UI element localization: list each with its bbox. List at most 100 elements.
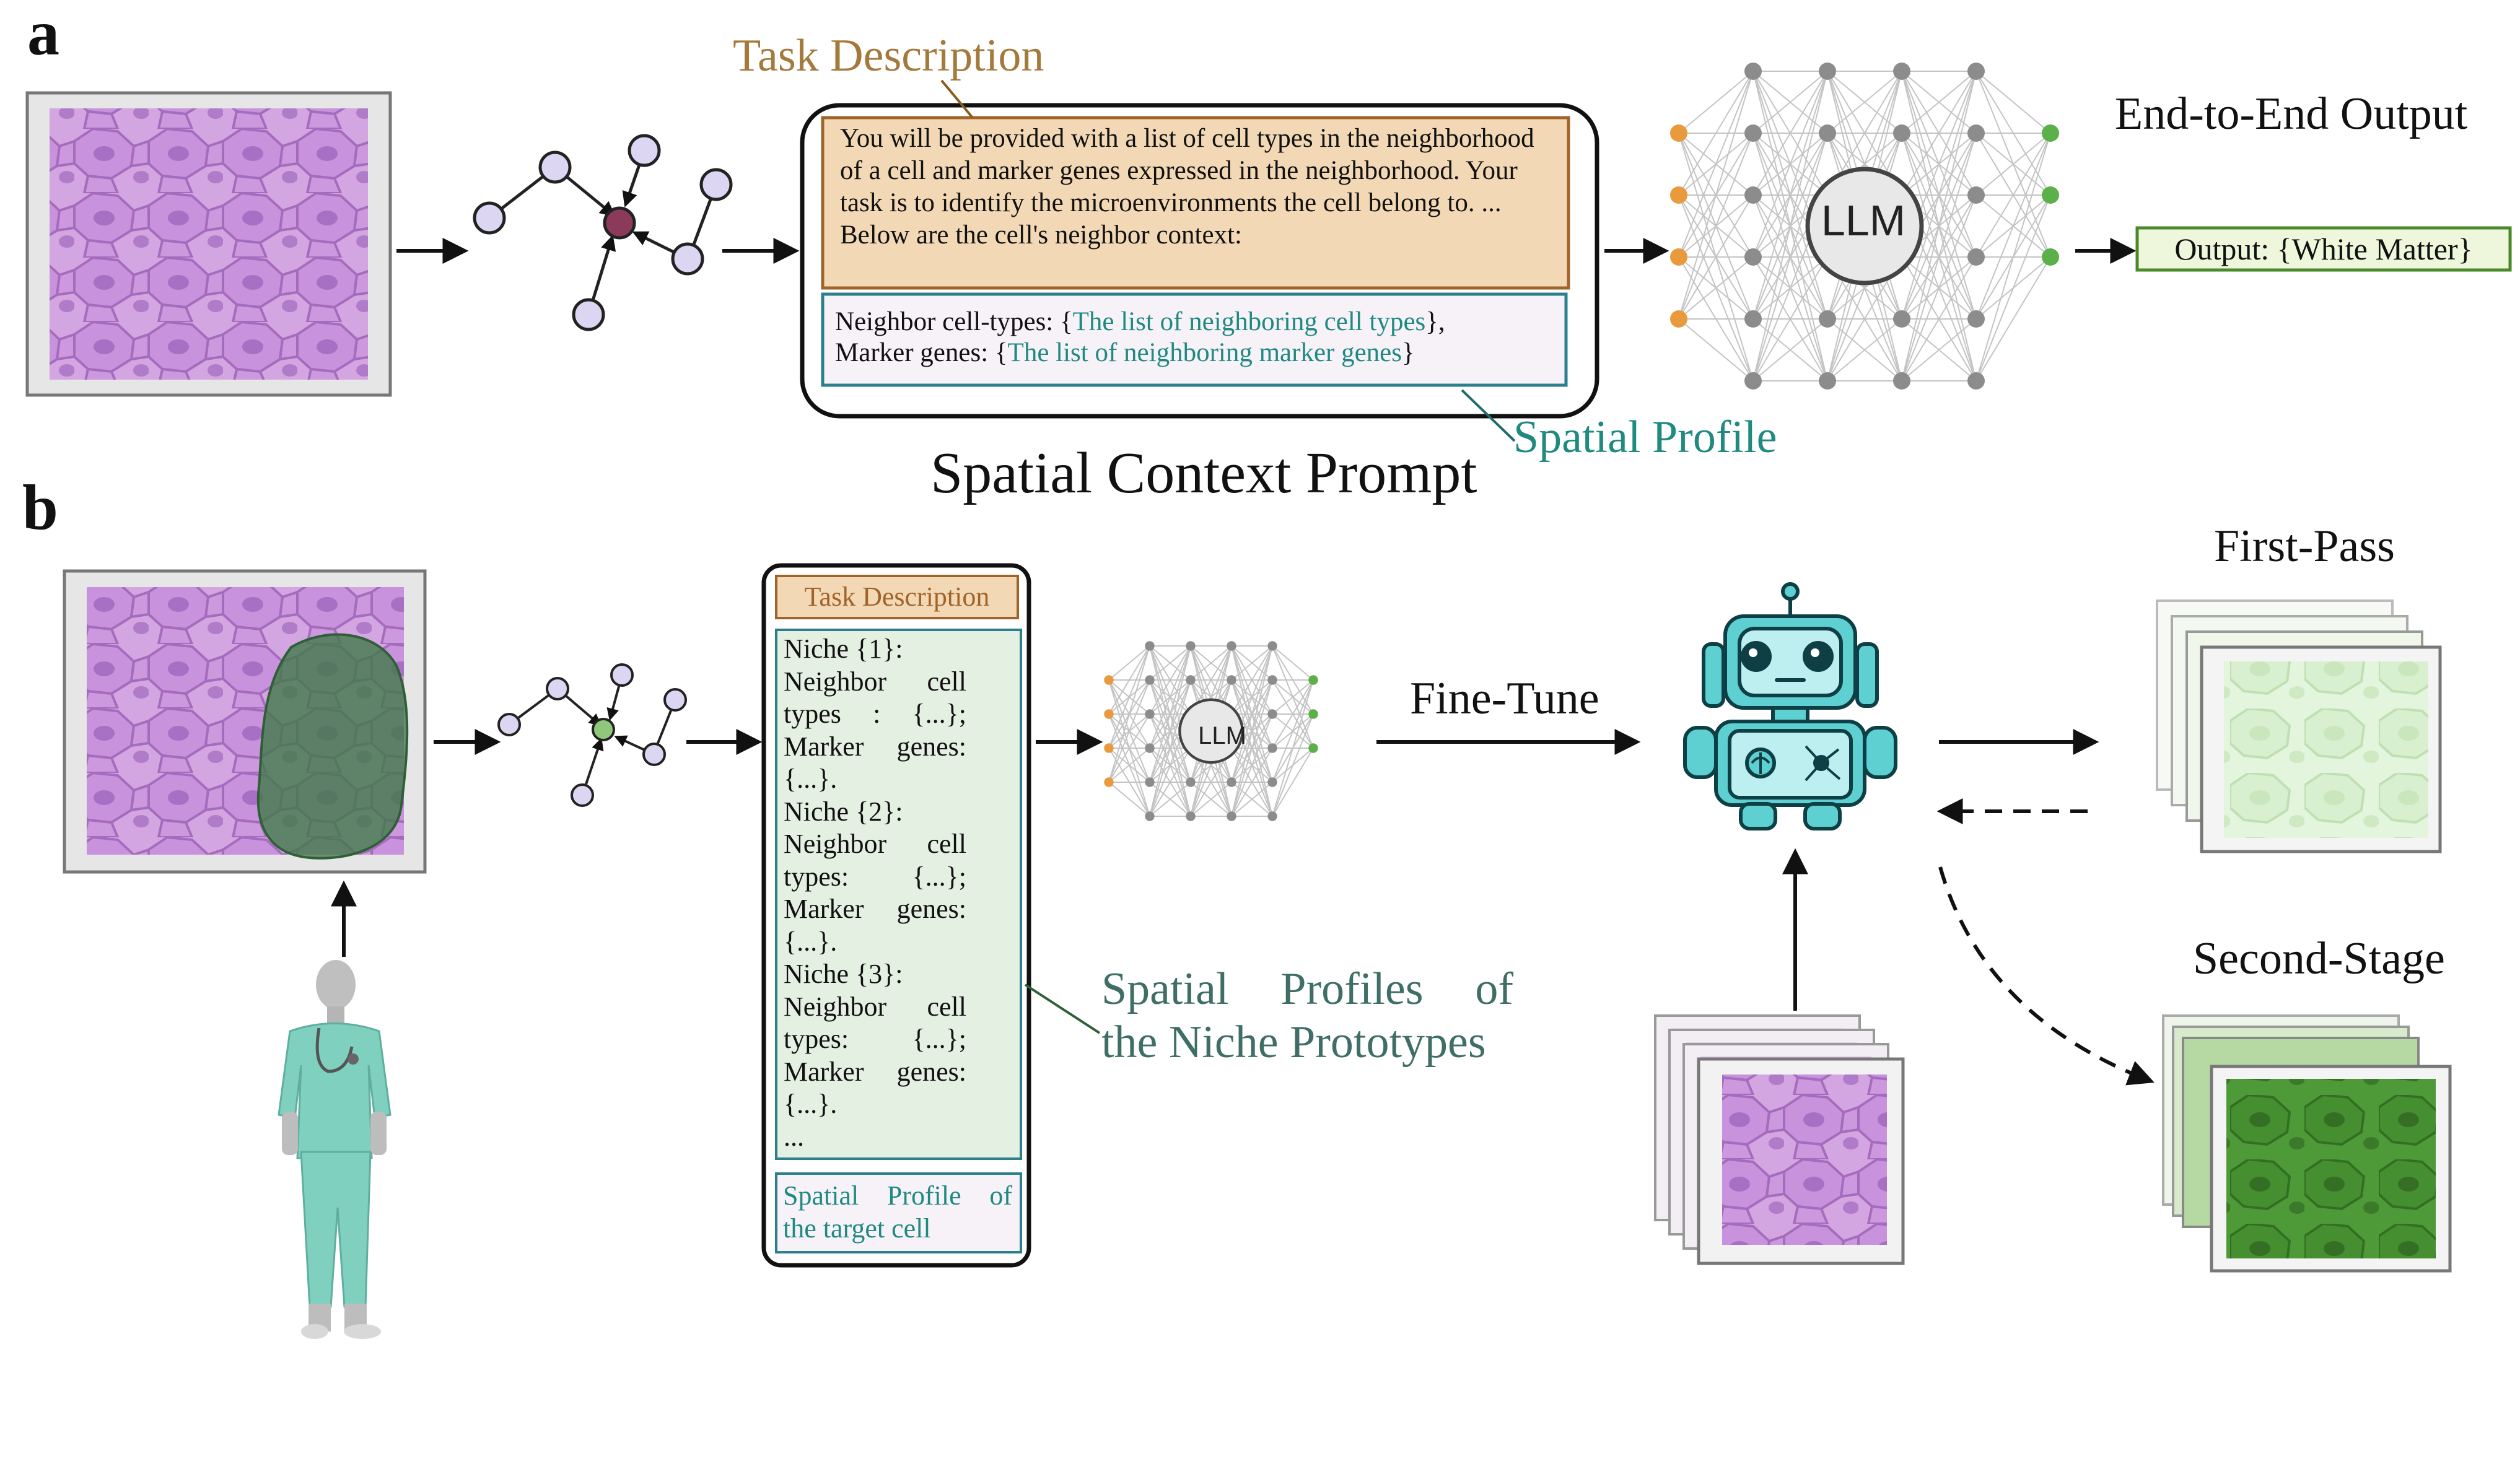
nn-edge [1231,645,1273,715]
niche-line: Niche {3}: [784,959,903,989]
nn-edge [1752,71,1828,196]
niche-line: {...}. [784,764,838,794]
nn-edge [1752,71,1828,258]
niche-line: Marker genes: [784,731,966,762]
nn-edge [1901,133,1977,381]
nn-edge [1975,133,2051,258]
llm-label-b: LLM [1198,722,1246,749]
spatial-profile-box [821,292,1568,387]
nn-node [1145,811,1155,821]
spatial-context-prompt-title: Spatial Context Prompt [930,441,1477,505]
nn-edge [1901,194,1977,381]
nn-edge [1108,782,1150,817]
nn-edge [1231,645,1273,783]
output-box-text: Output: {White Matter} [2174,232,2473,266]
first-pass-slides [2156,599,2442,853]
nn-node [1308,675,1318,685]
nn-edge [1827,318,1902,381]
nn-edge [1149,645,1191,749]
nn-edge [1108,645,1150,681]
nn-edge [1752,256,1828,381]
niche-line: Neighbor cell [784,991,966,1022]
niche-line: Marker genes: [784,894,966,924]
cell-graph-icon [473,134,733,331]
niche-line: types : {...}; [784,699,966,729]
nn-node [1893,124,1910,142]
nn-edge [1272,748,1314,817]
nn-node [1967,372,1985,390]
nn-edge [1231,645,1273,817]
nn-edge [1901,71,1977,320]
panel-b-letter: b [22,472,58,543]
nn-node [1744,248,1762,266]
nn-edge [1827,71,1902,134]
nn-edge [1272,645,1314,681]
spatial-profile-label: Spatial Profile [1513,412,1777,463]
nn-node [1227,811,1236,821]
nn-edge [1149,645,1191,783]
nn-node [1186,641,1196,651]
nn-edge [1975,133,2051,196]
nn-node [1819,310,1836,328]
nn-edge [1272,713,1314,817]
nn-node [1186,777,1196,787]
nn-node [1267,743,1277,753]
stacked-tissue-slides-icon [1654,1014,1905,1265]
target-profile-box [775,1172,1022,1253]
nn-node [1267,709,1277,719]
nn-edge [1108,645,1150,749]
nn-node [1819,63,1836,80]
niche-line: types: {...}; [784,1024,966,1054]
nn-edge [1272,679,1314,749]
nn-edge [1149,645,1191,817]
nn-node [1267,675,1277,685]
niche-profiles-caption-line2: the Niche Prototypes [1101,1017,1486,1068]
nn-edge [1678,194,1754,320]
nn-node [1967,186,1985,204]
niche-line: Marker genes: [784,1056,966,1087]
nn-edge [1975,256,2051,381]
task-description-text: You will be provided with a list of cell… [840,124,1534,250]
nn-edge [1752,71,1828,320]
nn-edge [1678,71,1754,134]
end-to-end-output-title: End-to-End Output [2115,89,2468,139]
nn-node [1145,675,1155,685]
nn-edge [1231,645,1273,681]
nn-node [1967,124,1985,142]
nn-node [2042,124,2059,142]
first-pass-label: First-Pass [2214,521,2395,572]
nn-edge [1272,679,1314,783]
nn-node [1145,743,1155,753]
nn-node [1104,675,1114,685]
nn-edge [1901,71,1977,196]
niche-line: {...}. [784,1089,838,1119]
nn-node [1670,248,1687,266]
nn-node [2042,186,2059,204]
nn-edge [1975,194,2051,381]
nn-node [1744,372,1762,390]
nn-edge [1752,318,1828,381]
nn-edge [1108,679,1150,783]
neighbor-cell-types-line: Neighbor cell-types: {The list of neighb… [835,307,1445,336]
nn-edge [1901,318,1977,381]
nn-node [1744,124,1762,142]
nn-node [1967,63,1985,80]
task-description-label: Task Description [733,30,1044,81]
nn-edge [1678,71,1754,320]
nn-edge [1901,256,1977,381]
nn-edge [1231,782,1273,817]
nn-edge [1108,645,1150,783]
niche-line: Neighbor cell [784,829,966,859]
nn-edge [1149,645,1191,715]
nn-node [1744,186,1762,204]
nn-edge [1272,679,1314,715]
task-description-box [821,116,1570,290]
nn-node [1819,124,1836,142]
nn-edge [1108,713,1150,783]
tissue-patch-a [25,91,392,397]
nn-edge [1752,71,1828,134]
nn-node [1893,372,1910,390]
marker-genes-line: Marker genes: {The list of neighboring m… [835,338,1415,367]
nn-edge [1678,71,1754,258]
second-stage-slides [2162,1014,2452,1273]
